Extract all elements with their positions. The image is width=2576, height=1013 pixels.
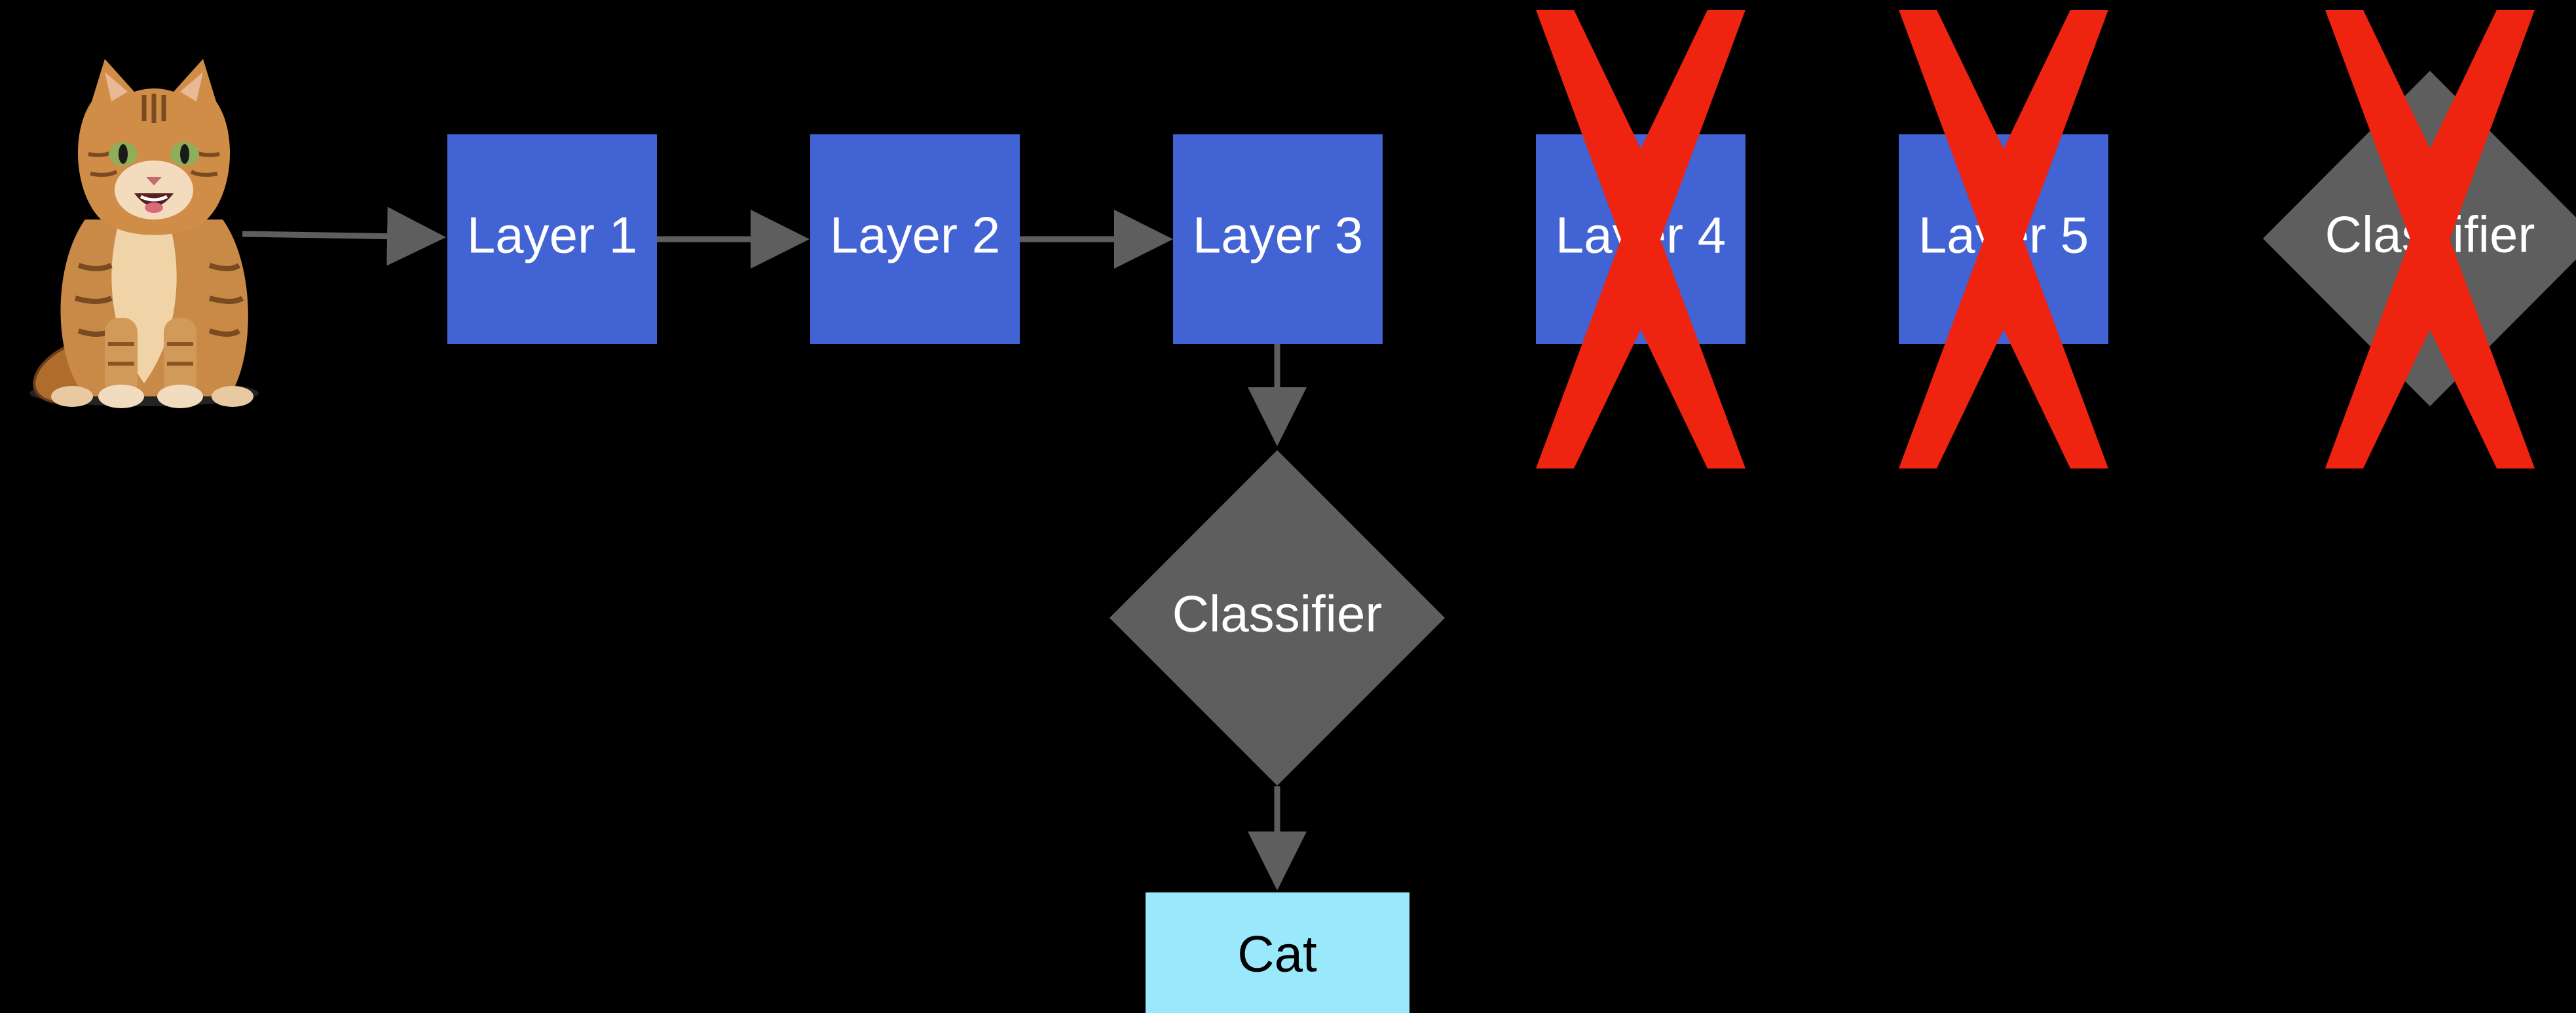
removed-cross-icon xyxy=(1536,10,1745,468)
output-node: Cat xyxy=(1146,892,1409,1013)
cat-image xyxy=(29,59,259,408)
layer-3-label: Layer 3 xyxy=(1193,206,1363,264)
removed-cross-icon xyxy=(1899,10,2108,468)
layer-1-node: Layer 1 xyxy=(447,134,657,344)
output-label: Cat xyxy=(1237,925,1317,983)
removed-cross-icon xyxy=(2325,10,2535,468)
layer-2-node: Layer 2 xyxy=(810,134,1020,344)
arrow-cat-to-layer1 xyxy=(242,206,446,266)
layer-3-node: Layer 3 xyxy=(1173,134,1383,344)
early-exit-classifier-label: Classifier xyxy=(1172,585,1383,643)
layer-2-label: Layer 2 xyxy=(830,206,1000,264)
early-exit-classifier-node: Classifier xyxy=(1110,450,1445,786)
layer-1-label: Layer 1 xyxy=(467,206,637,264)
